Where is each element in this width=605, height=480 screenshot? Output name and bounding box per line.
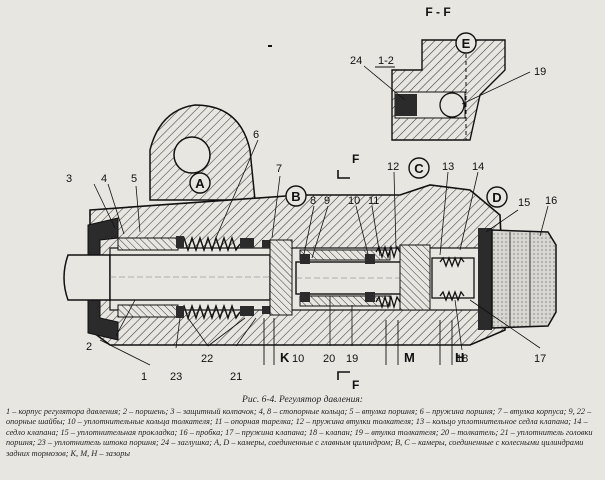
part-number-13: 13	[442, 161, 454, 173]
part-number-18: 18	[456, 353, 468, 365]
part-number-12: 12	[387, 161, 399, 173]
chamber-markers	[189, 32, 508, 208]
part-number-4: 4	[101, 173, 107, 185]
section-f-f-view	[375, 39, 506, 141]
pressure-regulator-diagram: A B C D E F - F F F 1-2 K M H 1 2 3 4 5 …	[63, 5, 557, 392]
caption-title: Рис. 6-4. Регулятор давления:	[242, 395, 363, 405]
part-number-20: 20	[323, 353, 335, 365]
figure-caption: Рис. 6-4. Регулятор давления: 1 – корпус…	[6, 395, 599, 460]
part-number-1: 1	[141, 371, 147, 383]
section-marker-top: F	[352, 152, 359, 166]
chamber-label-c: C	[414, 161, 424, 176]
part-number-6: 6	[253, 129, 259, 141]
part-number-15: 15	[518, 197, 530, 209]
gap-dimensions	[263, 318, 453, 365]
part-number-19: 19	[346, 353, 358, 365]
caption-body: 1 – корпус регулятора давления; 2 – порш…	[6, 406, 593, 458]
piston-spring	[179, 235, 241, 321]
sealing-gasket	[478, 228, 492, 330]
gap-label-h: H	[455, 350, 464, 365]
cutting-plane-f	[337, 170, 350, 380]
piston-bush	[117, 237, 179, 251]
chamber-label-e: E	[462, 36, 471, 51]
part-number-23: 23	[170, 371, 182, 383]
sleeve-spring	[375, 244, 401, 310]
gap-label-m: M	[404, 350, 415, 365]
part-number-24: 24	[350, 55, 362, 67]
protective-cap	[87, 217, 119, 341]
housing-sleeve	[269, 239, 293, 316]
section-marker-bottom: F	[352, 378, 359, 392]
part-number-10: 10	[348, 195, 360, 207]
part-number-11: 11	[368, 195, 379, 207]
dimension-label: 1-2	[378, 55, 394, 67]
piston-seals	[176, 236, 270, 318]
plug	[491, 229, 557, 329]
part-number-19-section: 19	[534, 66, 546, 78]
pusher-seals	[300, 254, 375, 302]
valve-seat	[399, 244, 431, 311]
part-number-8: 8	[310, 195, 316, 207]
chamber-label-b: B	[291, 189, 300, 204]
part-number-7: 7	[276, 163, 282, 175]
part-number-14: 14	[472, 161, 484, 173]
part-number-3: 3	[66, 173, 72, 185]
part-number-5: 5	[131, 173, 137, 185]
part-number-16: 16	[545, 195, 557, 207]
piston	[63, 254, 271, 301]
valve-spring	[439, 256, 465, 302]
gap-label-k: K	[280, 350, 290, 365]
part-number-2: 2	[86, 341, 92, 353]
pusher	[295, 261, 407, 295]
part-number-21: 21	[230, 371, 242, 383]
chamber-label-d: D	[492, 190, 501, 205]
part-number-10b: 10	[292, 353, 304, 365]
part-number-22: 22	[201, 353, 213, 365]
section-title: F - F	[425, 5, 450, 19]
chamber-label-a: A	[195, 176, 205, 191]
part-number-17: 17	[534, 353, 546, 365]
part-number-9: 9	[324, 195, 330, 207]
leader-lines	[93, 65, 549, 366]
